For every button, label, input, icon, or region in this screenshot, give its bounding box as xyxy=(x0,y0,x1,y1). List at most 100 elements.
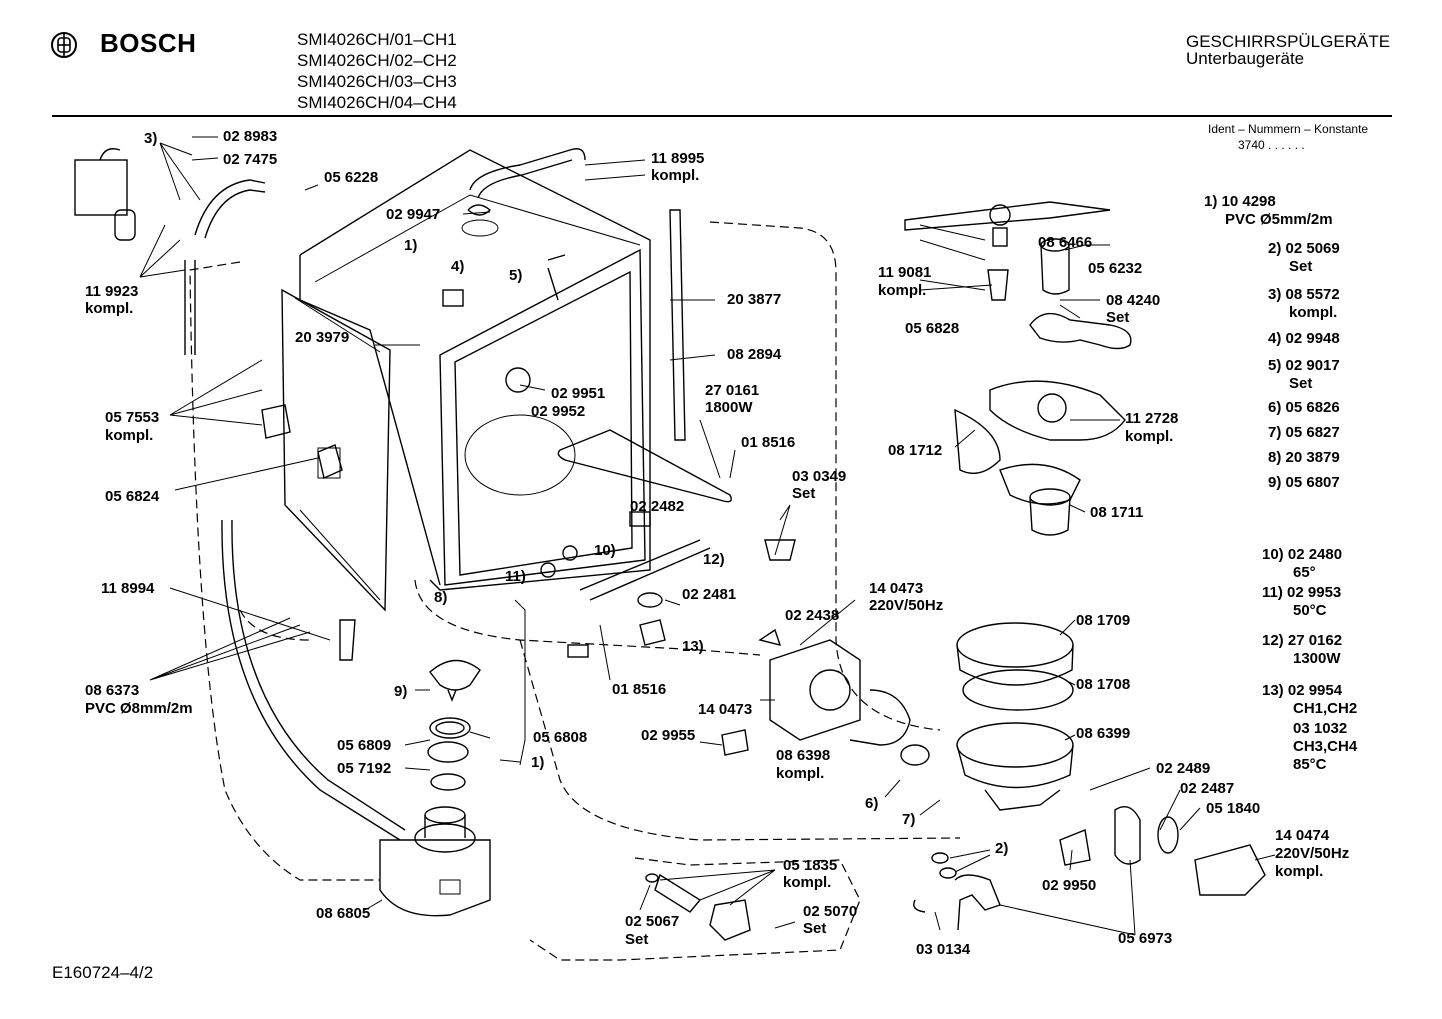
legend-item: 3) 08 5572 xyxy=(1268,286,1340,304)
legend-note: Set xyxy=(1289,375,1313,392)
legend-item: 12) 27 0162 xyxy=(1262,632,1342,650)
bosch-logo xyxy=(50,31,78,64)
legend-item: 13) 02 9954 xyxy=(1262,682,1342,700)
callout-05-6808: 05 6808 xyxy=(533,729,588,746)
legend-item: 2) 02 5069 xyxy=(1268,240,1340,258)
callout-5: 5) xyxy=(509,267,523,284)
legend-part: 02 5069 xyxy=(1285,240,1340,257)
grommet-02-9951 xyxy=(505,367,531,393)
sensor-10 xyxy=(562,545,578,561)
callout-08-6399: 08 6399 xyxy=(1076,725,1131,742)
inlet-hose xyxy=(194,179,266,236)
callout-08-6466: 08 6466 xyxy=(1038,234,1093,251)
ident-value: 3740 . . . . . . xyxy=(1238,138,1305,152)
model-line: SMI4026CH/03–CH3 xyxy=(297,72,457,91)
callout-20-3877: 20 3877 xyxy=(727,291,782,308)
model-line: SMI4026CH/04–CH4 xyxy=(297,93,457,112)
housing-outline xyxy=(189,261,380,881)
legend-item: 6) 05 6826 xyxy=(1268,399,1340,417)
circulation-pump-14-0473 xyxy=(769,639,930,766)
legend-num: 5) xyxy=(1268,357,1282,374)
spray-arm xyxy=(904,201,1111,247)
screw-02-2438 xyxy=(758,628,782,646)
ring-02-2481 xyxy=(637,592,663,608)
callout-14-0474-note: kompl. xyxy=(1275,863,1324,880)
callout-02-7475: 02 7475 xyxy=(223,151,278,168)
callout-05-6228: 05 6228 xyxy=(324,169,379,186)
callout-02-9955: 02 9955 xyxy=(641,727,696,744)
callout-02-5070-note: Set xyxy=(803,920,827,937)
category-title: GESCHIRRSPÜLGERÄTE xyxy=(1186,32,1391,51)
legend-num: 11) xyxy=(1262,584,1283,601)
callout-08-6398-note: kompl. xyxy=(776,765,825,782)
legend-note: Set xyxy=(1289,258,1313,275)
legend-item: 7) 05 6827 xyxy=(1268,424,1340,442)
callout-05-7192: 05 7192 xyxy=(337,760,392,777)
callout-03-0134: 03 0134 xyxy=(916,941,971,958)
legend-num: 2) xyxy=(1268,240,1282,257)
cap-4 xyxy=(442,289,464,307)
leader-lines xyxy=(139,136,1276,936)
callout-02-2481: 02 2481 xyxy=(682,586,737,603)
callout-12: 12) xyxy=(703,551,725,568)
callout-08-6373-note: PVC Ø8mm/2m xyxy=(85,700,193,717)
legend-part: 05 6827 xyxy=(1285,424,1340,441)
ident-label: Ident – Nummern – Konstante xyxy=(1208,122,1369,136)
drain-hose-08-6373 xyxy=(221,519,401,841)
callout-03-0349: 03 0349 xyxy=(792,468,847,485)
callout-08-2894: 08 2894 xyxy=(727,346,782,363)
header-divider xyxy=(52,115,1392,117)
callout-14-0473-voltage: 220V/50Hz xyxy=(869,597,944,614)
callout-02-2438: 02 2438 xyxy=(785,607,840,624)
callout-11-8995-note: kompl. xyxy=(651,167,700,184)
bosch-armature-icon xyxy=(51,32,77,58)
legend-note: CH1,CH2 xyxy=(1293,700,1358,717)
callout-05-6828: 05 6828 xyxy=(905,320,960,337)
legend-part: 08 5572 xyxy=(1285,286,1340,303)
heater-gasket-08-2894 xyxy=(669,209,686,441)
callout-03-0349-note: Set xyxy=(792,485,816,502)
legend-item: 5) 02 9017 xyxy=(1268,357,1340,375)
seal-rings xyxy=(427,659,481,791)
terminal-block xyxy=(567,644,589,658)
callout-7: 7) xyxy=(902,811,916,828)
grommet-02-9947 xyxy=(467,204,492,216)
screw-5 xyxy=(547,254,566,301)
base-outline xyxy=(414,579,961,841)
callout-02-5070: 02 5070 xyxy=(803,903,858,920)
callout-27-0161-note: 1800W xyxy=(705,399,753,416)
legend-part: 02 2480 xyxy=(1287,546,1343,563)
callout-05-7553: 05 7553 xyxy=(105,409,160,426)
bracket-03-0349 xyxy=(764,539,796,561)
callout-11-9081-note: kompl. xyxy=(878,282,927,299)
callout-05-6232: 05 6232 xyxy=(1088,260,1143,277)
legend-note: 85°C xyxy=(1293,756,1327,773)
callout-05-1840: 05 1840 xyxy=(1206,800,1261,817)
callout-01-8516-top: 01 8516 xyxy=(741,434,796,451)
callout-02-9950: 02 9950 xyxy=(1042,877,1097,894)
callout-08-1711: 08 1711 xyxy=(1090,504,1144,521)
callout-4: 4) xyxy=(451,258,465,275)
inner-tub xyxy=(299,149,651,591)
legend-note: 1300W xyxy=(1293,650,1341,667)
callout-08-6805: 08 6805 xyxy=(316,905,371,922)
legend-note: CH3,CH4 xyxy=(1293,738,1358,755)
callout-08-1708: 08 1708 xyxy=(1076,676,1131,693)
callout-02-9947: 02 9947 xyxy=(386,206,441,223)
legend-item: 4) 02 9948 xyxy=(1268,330,1340,348)
callout-02-8983: 02 8983 xyxy=(223,128,278,145)
legend-item: 9) 05 6807 xyxy=(1268,474,1340,492)
legend-note: PVC Ø5mm/2m xyxy=(1225,211,1333,228)
callout-05-7553-note: kompl. xyxy=(105,427,154,444)
callout-05-6809: 05 6809 xyxy=(337,737,392,754)
legend-num: 6) xyxy=(1268,399,1282,416)
model-line: SMI4026CH/02–CH2 xyxy=(297,51,457,70)
legend-num: 10) xyxy=(1262,546,1284,563)
elbow-hose-05-6973 xyxy=(954,874,1001,931)
legend-num: 7) xyxy=(1268,424,1282,441)
callout-02-5067: 02 5067 xyxy=(625,913,680,930)
legend-note: 50°C xyxy=(1293,602,1327,619)
filter-rings xyxy=(956,622,1074,711)
legend-item: 11) 02 9953 xyxy=(1262,584,1341,602)
